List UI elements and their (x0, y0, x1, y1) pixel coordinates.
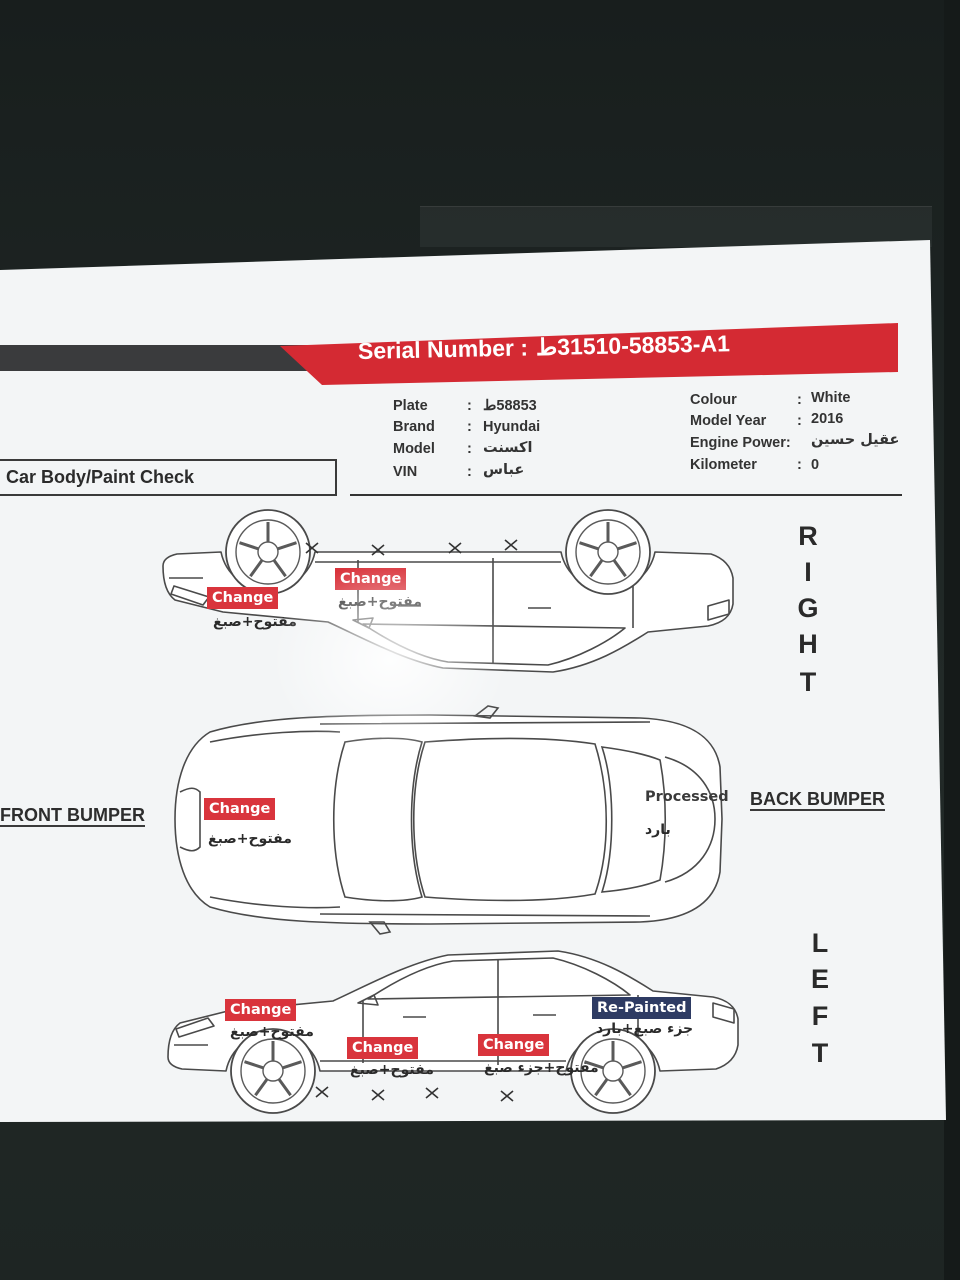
info-separator: : (467, 419, 472, 435)
repair-note: بارد (645, 822, 671, 838)
pen-x-mark (504, 539, 518, 551)
repair-note: مفتوح+صبغ (350, 1062, 434, 1078)
header-dark-stripe (0, 345, 330, 371)
info-separator: : (797, 392, 802, 408)
info-label-model-year: Model Year (690, 413, 767, 429)
repair-note: مفتوح+صبغ (230, 1024, 314, 1040)
left-label-letter: L (811, 928, 829, 958)
info-label-plate: Plate (393, 398, 428, 414)
info-value-plate: ط58853 (483, 398, 537, 414)
info-value-colour: White (811, 390, 851, 406)
top-view-car-outline (174, 705, 723, 935)
front-bumper-label: FRONT BUMPER (0, 805, 145, 827)
pen-x-mark (371, 544, 385, 556)
back-bumper-label: BACK BUMPER (750, 789, 885, 811)
laminate-sleeve (420, 206, 932, 247)
header-divider (350, 494, 902, 496)
info-label-model: Model (393, 441, 435, 457)
right-label-letter: I (804, 557, 812, 587)
status-badge-change: Change (478, 1034, 550, 1056)
right-label-letter: R (798, 521, 818, 551)
info-separator: : (467, 464, 472, 480)
pen-x-mark (371, 1089, 385, 1101)
repair-note: مفتوح+جزء صبغ (484, 1060, 599, 1076)
pen-x-marks (305, 539, 518, 1102)
info-separator: : (467, 441, 472, 457)
right-label-letter: G (797, 593, 819, 623)
status-badge-change: Change (335, 568, 407, 590)
left-label-letter: T (811, 1038, 829, 1068)
info-value-model: اكسنت (483, 440, 533, 456)
info-label-colour: Colour (690, 392, 737, 408)
repair-note: مفتوح+صبغ (338, 594, 422, 610)
pen-x-mark (315, 1086, 329, 1098)
status-badge-processed: Processed (645, 789, 729, 805)
info-value-model-year: 2016 (811, 411, 844, 427)
info-separator: : (797, 413, 802, 429)
info-value-brand: Hyundai (483, 419, 541, 435)
repair-note: مفتوح+صبغ (208, 831, 292, 847)
right-label-letter: T (799, 667, 817, 697)
pen-x-mark (448, 542, 462, 554)
pen-x-mark (500, 1090, 514, 1102)
pen-x-mark (425, 1087, 439, 1099)
status-badge-repainted: Re-Painted (592, 997, 692, 1019)
status-badge-change: Change (347, 1037, 419, 1059)
info-value-vin: عباس (483, 462, 525, 478)
info-separator: : (467, 398, 472, 414)
info-separator: : (797, 457, 802, 473)
repair-note: مفتوح+صبغ (213, 614, 297, 630)
info-label-kilometer: Kilometer (690, 457, 757, 473)
info-label-vin: VIN (393, 464, 418, 480)
info-label-engine-power: Engine Power: (690, 435, 791, 451)
status-badge-change: Change (207, 587, 279, 609)
info-value-engine-power: عقيل حسين (811, 432, 900, 448)
left-label-letter: E (810, 964, 829, 994)
pen-x-mark (305, 542, 319, 554)
repair-note: جزء صبغ+بارد (596, 1021, 694, 1037)
section-title: Car Body/Paint Check (0, 459, 337, 496)
status-badge-change: Change (225, 999, 297, 1021)
right-label-letter: H (798, 629, 818, 659)
status-badge-change: Change (204, 798, 276, 820)
screen-bezel (944, 0, 960, 1280)
info-label-brand: Brand (393, 419, 435, 435)
info-value-kilometer: 0 (811, 457, 820, 473)
left-label-letter: F (811, 1001, 829, 1031)
